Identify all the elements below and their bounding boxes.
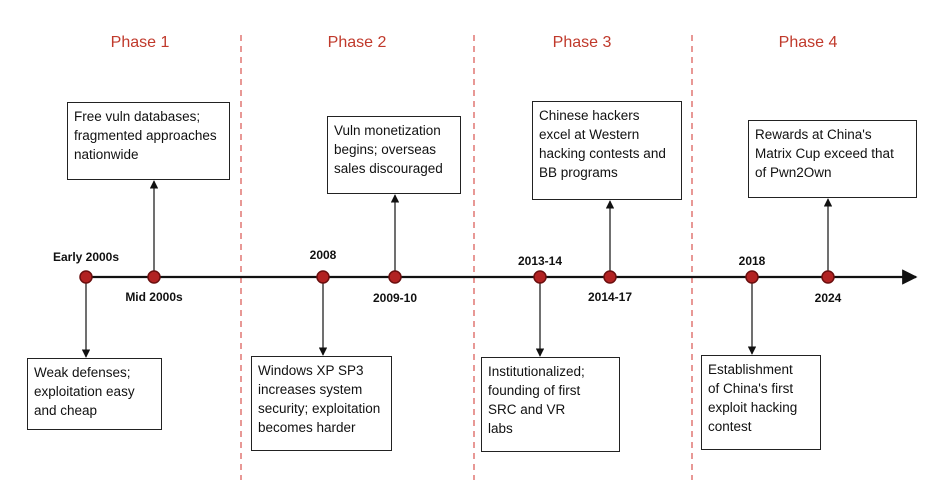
event-note-line: exploit hacking (708, 400, 798, 415)
event-note-line: security; exploitation (258, 401, 381, 416)
event-note-line: exploitation easy (34, 384, 135, 399)
event-note-box: Windows XP SP3 increases system security; … (251, 356, 392, 451)
event-note-line: founding of first (488, 383, 581, 398)
event-note-line: Vuln monetization (334, 123, 441, 138)
event-year-label: Early 2000s (52, 250, 120, 264)
event-note-line: increases system (258, 382, 363, 397)
event-note-line: Free vuln databases; (74, 109, 201, 124)
event-year-label: 2024 (814, 291, 842, 305)
event-note-box: Chinese hackers excel at Western hacking c… (532, 101, 682, 200)
event-note-line: Matrix Cup exceed that (755, 146, 894, 161)
event-note-line: Institutionalized; (488, 364, 585, 379)
event-year-label: 2008 (309, 248, 337, 262)
event-note-line: Chinese hackers (539, 108, 640, 123)
event-note-line: and cheap (34, 403, 98, 418)
event-note-line: Establishment (708, 362, 793, 377)
event-year-label: 2014-17 (587, 290, 633, 304)
event-note-line: Rewards at China's (755, 127, 872, 142)
event-year-label: 2018 (738, 254, 766, 268)
event-note-line: Windows XP SP3 (258, 363, 364, 378)
event-note-line: SRC and VR (488, 402, 566, 417)
event-note-line: hacking contests and (539, 146, 666, 161)
event-note-line: of China's first (708, 381, 794, 396)
event-note-line: Weak defenses; (34, 365, 131, 380)
event-note-box: Weak defenses; exploitation easy and cheap (27, 358, 162, 430)
event-note-line: excel at Western (539, 127, 640, 142)
phase-3-label: Phase 3 (552, 34, 612, 51)
event-note-line: sales discouraged (334, 161, 443, 176)
event-note-line: begins; overseas (334, 142, 437, 157)
event-note-line: fragmented approaches (74, 128, 217, 143)
timeline-marker-3 (316, 270, 330, 284)
timeline-marker-2 (147, 270, 161, 284)
event-year-label: Mid 2000s (125, 290, 183, 304)
event-note-line: BB programs (539, 165, 618, 180)
event-year-label: 2013-14 (517, 254, 563, 268)
phase-2-label: Phase 2 (327, 34, 387, 51)
timeline-marker-5 (533, 270, 547, 284)
event-note-line: contest (708, 419, 752, 434)
timeline-marker-7 (745, 270, 759, 284)
phase-4-label: Phase 4 (778, 34, 838, 51)
event-note-box: Vuln monetization begins; overseas sales d… (327, 116, 461, 194)
phase-1-label: Phase 1 (110, 34, 170, 51)
timeline-marker-4 (388, 270, 402, 284)
event-year-label: 2009-10 (372, 291, 418, 305)
event-note-box: Free vuln databases; fragmented approache… (67, 102, 230, 180)
event-note-line: becomes harder (258, 420, 356, 435)
timeline-marker-6 (603, 270, 617, 284)
timeline-marker-1 (79, 270, 93, 284)
event-note-line: nationwide (74, 147, 139, 162)
timeline-marker-8 (821, 270, 835, 284)
event-note-box: Establishment of China's first exploit hac… (701, 355, 821, 450)
event-note-line: labs (488, 421, 513, 436)
event-note-line: of Pwn2Own (755, 165, 832, 180)
